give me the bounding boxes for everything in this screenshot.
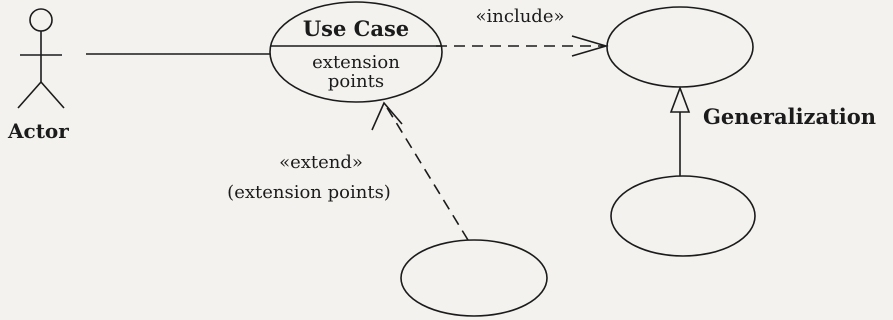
actor-head [29,8,53,32]
actor-label: Actor [7,119,69,143]
extend-arrow-line [385,105,469,241]
use-case-extension-text-1: extension [312,52,400,73]
actor-figure [17,8,65,109]
generalization-label: Generalization [703,104,876,129]
generalization-triangle [669,85,691,113]
extend-label: «extend» [279,152,363,173]
extend-arrowhead [371,101,403,131]
use-case-main: Use Case extension points [269,1,443,103]
child-use-case-ellipse [610,175,756,257]
extending-use-case-ellipse [400,239,548,317]
include-arrowhead [571,35,609,57]
use-case-title: Use Case [303,16,409,41]
actor-left-leg [17,81,42,109]
use-case-extension-text-2: points [328,71,384,92]
included-use-case-ellipse [606,6,754,88]
actor-right-leg [40,81,65,109]
extend-sublabel: (extension points) [227,182,391,203]
use-case-ellipse [269,1,443,103]
include-label: «include» [476,6,565,27]
